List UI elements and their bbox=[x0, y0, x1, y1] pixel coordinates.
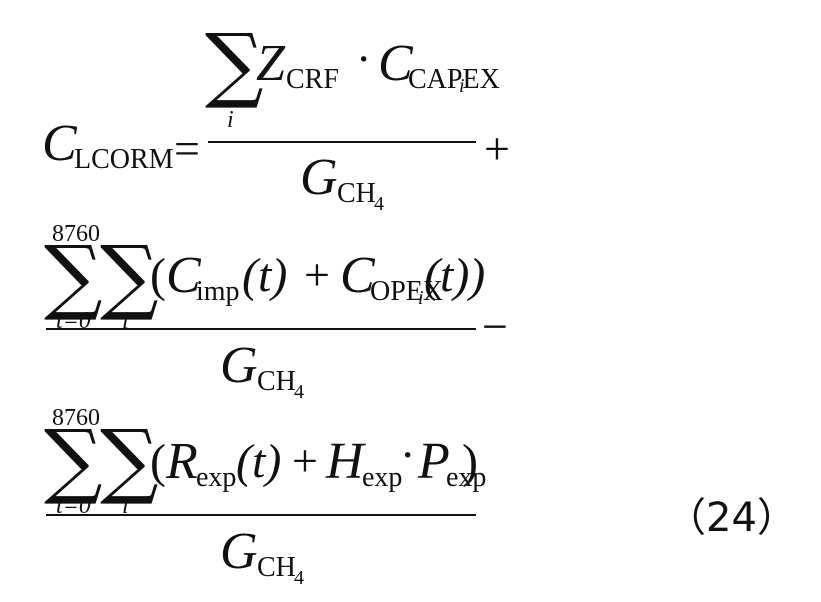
plus-operator-3: + bbox=[292, 435, 318, 486]
sum-sigma-3b: ∑ bbox=[100, 413, 159, 508]
g-subscript-2: CH bbox=[257, 366, 296, 397]
plus-operator: + bbox=[484, 123, 510, 174]
sum-sigma-1: ∑ bbox=[205, 17, 264, 112]
g-subscript-index-2: 4 bbox=[294, 381, 304, 403]
c-opex-argument: (t)) bbox=[424, 249, 486, 302]
equation-number: （24） bbox=[666, 495, 797, 541]
g-subscript-index-1: 4 bbox=[374, 193, 384, 215]
r-exp-subscript: exp bbox=[196, 462, 237, 493]
c-capex-symbol: C bbox=[378, 35, 413, 92]
g-subscript-index-3: 4 bbox=[294, 567, 304, 589]
g-symbol-3: G bbox=[220, 523, 258, 580]
minus-operator: − bbox=[482, 301, 508, 352]
p-exp-subscript: exp bbox=[446, 462, 487, 493]
sum-upper-limit-3: 8760 bbox=[52, 405, 100, 431]
g-subscript-1: CH bbox=[337, 178, 376, 209]
c-opex-index: i bbox=[418, 287, 424, 309]
c-imp-subscript: imp bbox=[196, 276, 240, 307]
h-exp-symbol: H bbox=[326, 433, 364, 490]
g-symbol-2: G bbox=[220, 337, 258, 394]
lhs-symbol: C bbox=[42, 115, 77, 172]
sum-index-1: i bbox=[227, 107, 234, 133]
fraction-bar-3 bbox=[46, 514, 476, 516]
c-imp-symbol: C bbox=[166, 247, 201, 304]
sum-sigma-3a: ∑ bbox=[44, 413, 103, 508]
close-paren-3: ) bbox=[462, 435, 478, 488]
p-exp-symbol: P bbox=[418, 433, 450, 490]
c-capex-subscript: CAPEX bbox=[408, 64, 500, 95]
r-exp-symbol: R bbox=[166, 433, 198, 490]
sum-sigma-2a: ∑ bbox=[44, 229, 103, 324]
open-paren-3: ( bbox=[150, 435, 166, 488]
fraction-bar-1 bbox=[208, 141, 476, 143]
fraction-bar-2 bbox=[46, 328, 476, 330]
c-imp-argument: (t) bbox=[242, 249, 288, 302]
c-capex-index: i bbox=[459, 75, 465, 97]
g-subscript-3: CH bbox=[257, 552, 296, 583]
c-opex-subscript: OPEX bbox=[370, 276, 444, 307]
sum-upper-limit-2: 8760 bbox=[52, 221, 100, 247]
dot-operator-3: · bbox=[400, 429, 416, 480]
h-exp-subscript: exp bbox=[362, 462, 403, 493]
c-opex-symbol: C bbox=[340, 247, 375, 304]
lhs-subscript: LCORM bbox=[74, 144, 174, 175]
r-exp-argument: (t) bbox=[236, 435, 282, 488]
plus-operator-2: + bbox=[304, 249, 330, 300]
z-subscript: CRF bbox=[286, 64, 339, 95]
sum-sigma-2b: ∑ bbox=[100, 229, 159, 324]
sum-index-3: i bbox=[122, 493, 129, 519]
g-symbol-1: G bbox=[300, 149, 338, 206]
equals-sign: = bbox=[174, 123, 200, 174]
z-symbol: Z bbox=[256, 35, 285, 92]
open-paren-2: ( bbox=[150, 249, 166, 302]
sum-index-2: i bbox=[122, 308, 129, 334]
dot-operator-1: · bbox=[356, 33, 372, 84]
